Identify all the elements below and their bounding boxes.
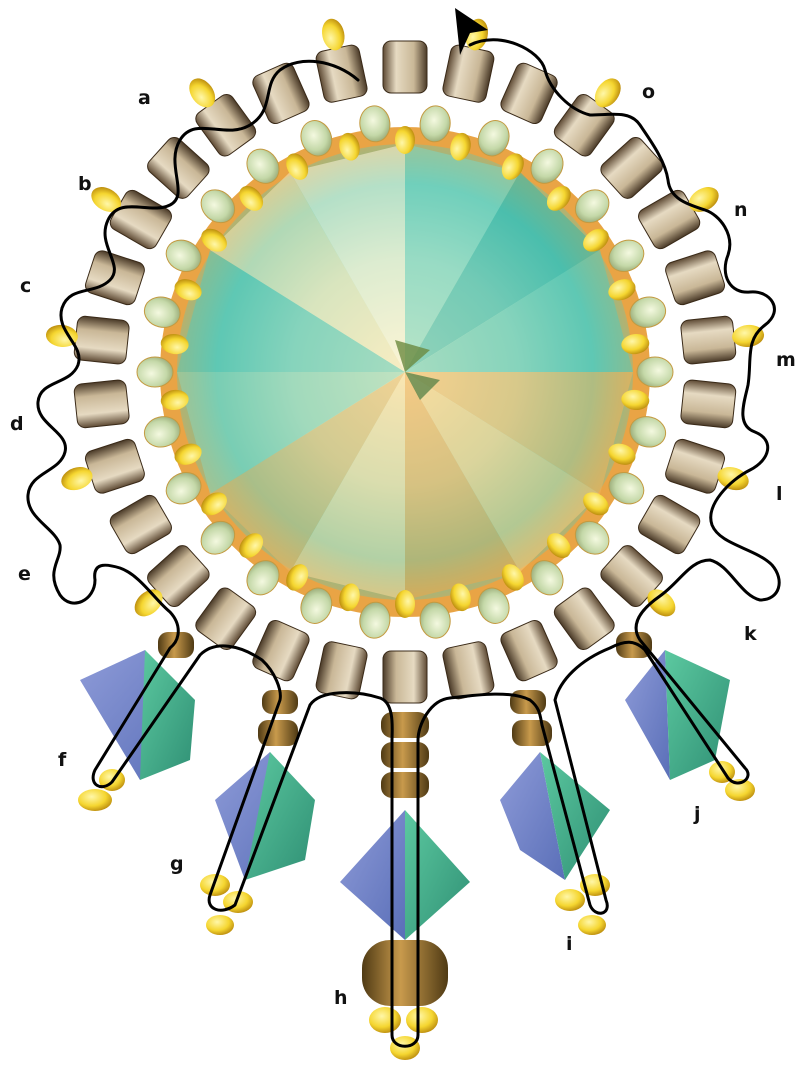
- bicone-dangle-h: [340, 712, 470, 1060]
- tile-bead: [680, 316, 736, 365]
- inner-seed-bead: [637, 357, 673, 387]
- label-k: k: [744, 623, 757, 645]
- label-i: i: [566, 933, 573, 955]
- label-o: o: [642, 81, 655, 103]
- tile-bead: [551, 585, 617, 653]
- label-j: j: [693, 803, 701, 825]
- tile-bead: [441, 44, 495, 104]
- tile-bead: [598, 134, 666, 201]
- rivoli-crystal: [160, 127, 650, 617]
- tile-bead: [383, 41, 427, 93]
- tile-bead: [498, 61, 559, 126]
- tile-bead: [83, 249, 146, 307]
- bicone-dangle-j: [616, 632, 755, 801]
- label-l: l: [776, 483, 783, 505]
- bicone-dangle-i: [500, 690, 610, 935]
- tile-bead: [498, 618, 559, 683]
- tile-bead: [193, 585, 259, 653]
- label-c: c: [20, 275, 31, 297]
- label-e: e: [18, 563, 31, 585]
- tile-bead: [74, 379, 130, 428]
- label-b: b: [78, 173, 92, 195]
- yellow-seed-bead: [395, 126, 415, 154]
- label-a: a: [138, 87, 151, 109]
- tile-bead: [315, 44, 369, 104]
- label-m: m: [776, 349, 796, 371]
- label-f: f: [58, 749, 67, 771]
- tile-bead: [83, 437, 146, 495]
- label-n: n: [734, 199, 748, 221]
- tile-bead: [107, 492, 174, 556]
- picot-bead: [731, 323, 765, 348]
- tile-bead: [441, 640, 495, 700]
- tile-bead: [636, 492, 703, 556]
- inner-seed-bead: [137, 357, 173, 387]
- tile-bead: [383, 651, 427, 703]
- label-d: d: [10, 413, 24, 435]
- tile-bead: [664, 437, 727, 495]
- tile-bead: [664, 249, 727, 307]
- tile-bead: [250, 618, 311, 683]
- bicone-dangle-g: [200, 690, 315, 935]
- yellow-seed-bead: [395, 590, 415, 618]
- label-g: g: [170, 853, 184, 875]
- label-h: h: [334, 987, 348, 1009]
- tile-bead: [680, 379, 736, 428]
- tile-bead: [74, 316, 130, 365]
